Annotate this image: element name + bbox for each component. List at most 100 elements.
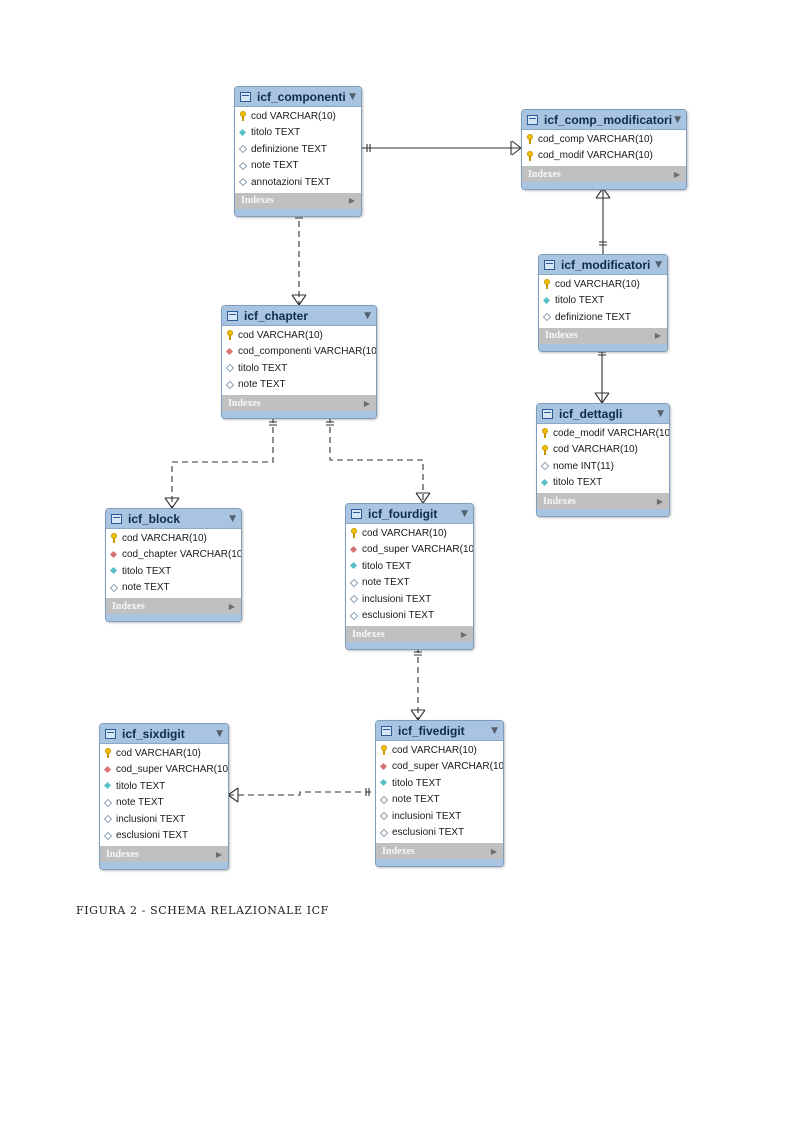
column-row[interactable]: cod VARCHAR(10): [222, 327, 376, 344]
column-row[interactable]: cod VARCHAR(10): [537, 442, 669, 459]
expand-arrow-icon[interactable]: ▶: [490, 846, 497, 856]
expand-arrow-icon[interactable]: ▶: [656, 496, 663, 506]
collapse-arrow-icon[interactable]: ▼: [655, 259, 662, 270]
table-header[interactable]: icf_sixdigit ▼: [100, 724, 228, 744]
column-label: esclusioni TEXT: [392, 827, 465, 839]
indexes-bar[interactable]: Indexes▶: [106, 598, 241, 614]
expand-arrow-icon[interactable]: ▶: [348, 196, 355, 205]
indexes-bar[interactable]: Indexes▶: [235, 192, 361, 209]
table-header[interactable]: icf_comp_modificatori ▼: [522, 110, 686, 130]
column-row[interactable]: definizione TEXT: [539, 309, 667, 326]
table-icon: [527, 114, 538, 125]
table-header[interactable]: icf_modificatori ▼: [539, 255, 667, 275]
table-icf-sixdigit[interactable]: icf_sixdigit ▼ cod VARCHAR(10) cod_super…: [99, 723, 229, 870]
table-icf-componenti[interactable]: icf_componenti ▼ cod VARCHAR(10) titolo …: [234, 86, 362, 217]
table-icf-chapter[interactable]: icf_chapter ▼ cod VARCHAR(10) cod_compon…: [221, 305, 377, 419]
table-icon: [111, 513, 122, 524]
table-header[interactable]: icf_dettagli ▼: [537, 404, 669, 424]
collapse-arrow-icon[interactable]: ▼: [349, 91, 356, 102]
collapse-arrow-icon[interactable]: ▼: [461, 508, 468, 519]
column-list: cod VARCHAR(10) cod_super VARCHAR(10) ti…: [100, 744, 228, 846]
table-header[interactable]: icf_fivedigit ▼: [376, 721, 503, 741]
indexes-bar[interactable]: Indexes▶: [346, 626, 473, 642]
column-row[interactable]: titolo TEXT: [235, 125, 361, 142]
column-label: cod VARCHAR(10): [122, 532, 207, 544]
column-row[interactable]: annotazioni TEXT: [235, 174, 361, 191]
column-icon: [541, 461, 550, 471]
column-row[interactable]: code_modif VARCHAR(10): [537, 425, 669, 442]
column-row[interactable]: note TEXT: [222, 377, 376, 394]
expand-arrow-icon[interactable]: ▶: [363, 398, 370, 408]
column-row[interactable]: titolo TEXT: [376, 775, 503, 792]
column-list: cod VARCHAR(10) cod_componenti VARCHAR(1…: [222, 326, 376, 395]
indexes-bar[interactable]: Indexes▶: [539, 327, 667, 344]
column-row[interactable]: titolo TEXT: [222, 360, 376, 377]
table-icon: [105, 728, 116, 739]
indexes-bar[interactable]: Indexes▶: [537, 493, 669, 509]
column-row[interactable]: cod_componenti VARCHAR(10): [222, 344, 376, 361]
column-label: cod_super VARCHAR(10): [116, 764, 229, 776]
column-row[interactable]: cod_comp VARCHAR(10): [522, 131, 686, 148]
column-row[interactable]: inclusioni TEXT: [100, 811, 228, 828]
expand-arrow-icon[interactable]: ▶: [460, 629, 467, 639]
table-icf-fourdigit[interactable]: icf_fourdigit ▼ cod VARCHAR(10) cod_supe…: [345, 503, 474, 650]
collapse-arrow-icon[interactable]: ▼: [491, 725, 498, 736]
table-header[interactable]: icf_chapter ▼: [222, 306, 376, 326]
column-row[interactable]: definizione TEXT: [235, 141, 361, 158]
column-row[interactable]: esclusioni TEXT: [376, 825, 503, 842]
column-row[interactable]: titolo TEXT: [106, 563, 241, 580]
indexes-bar[interactable]: Indexes▶: [100, 846, 228, 862]
column-row[interactable]: note TEXT: [106, 580, 241, 597]
column-row[interactable]: esclusioni TEXT: [100, 828, 228, 845]
collapse-arrow-icon[interactable]: ▼: [229, 513, 236, 524]
column-row[interactable]: titolo TEXT: [539, 293, 667, 310]
indexes-bar[interactable]: Indexes ▶: [222, 395, 376, 411]
column-row[interactable]: nome INT(11): [537, 458, 669, 475]
column-row[interactable]: titolo TEXT: [100, 778, 228, 795]
table-header[interactable]: icf_componenti ▼: [235, 87, 361, 107]
column-row[interactable]: inclusioni TEXT: [346, 591, 473, 608]
table-icf-dettagli[interactable]: icf_dettagli ▼ code_modif VARCHAR(10) co…: [536, 403, 670, 517]
column-row[interactable]: note TEXT: [346, 575, 473, 592]
indexes-bar[interactable]: Indexes▶: [522, 166, 686, 182]
column-row[interactable]: cod_chapter VARCHAR(10): [106, 547, 241, 564]
column-row[interactable]: cod VARCHAR(10): [539, 276, 667, 293]
rel-comp-modificatori-modificatori: [595, 187, 611, 254]
column-row[interactable]: cod VARCHAR(10): [235, 108, 361, 125]
expand-arrow-icon[interactable]: ▶: [228, 601, 235, 611]
table-icf-modificatori[interactable]: icf_modificatori ▼ cod VARCHAR(10) titol…: [538, 254, 668, 352]
column-row[interactable]: cod VARCHAR(10): [346, 525, 473, 542]
table-icf-fivedigit[interactable]: icf_fivedigit ▼ cod VARCHAR(10) cod_supe…: [375, 720, 504, 867]
column-row[interactable]: cod_super VARCHAR(10): [100, 762, 228, 779]
column-row[interactable]: cod_super VARCHAR(10): [346, 542, 473, 559]
table-header[interactable]: icf_fourdigit ▼: [346, 504, 473, 524]
column-row[interactable]: titolo TEXT: [346, 558, 473, 575]
column-label: inclusioni TEXT: [362, 593, 432, 605]
indexes-bar[interactable]: Indexes▶: [376, 843, 503, 859]
primary-key-icon: [526, 134, 535, 145]
expand-arrow-icon[interactable]: ▶: [215, 849, 222, 859]
column-row[interactable]: cod VARCHAR(10): [106, 530, 241, 547]
column-row[interactable]: note TEXT: [376, 792, 503, 809]
column-row[interactable]: titolo TEXT: [537, 475, 669, 492]
collapse-arrow-icon[interactable]: ▼: [674, 114, 681, 125]
column-row[interactable]: cod_super VARCHAR(10): [376, 759, 503, 776]
expand-arrow-icon[interactable]: ▶: [673, 169, 680, 179]
table-icf-block[interactable]: icf_block ▼ cod VARCHAR(10) cod_chapter …: [105, 508, 242, 622]
column-icon: [350, 594, 359, 604]
column-row[interactable]: cod_modif VARCHAR(10): [522, 148, 686, 165]
expand-arrow-icon[interactable]: ▶: [654, 331, 661, 340]
table-header[interactable]: icf_block ▼: [106, 509, 241, 529]
column-row[interactable]: note TEXT: [235, 158, 361, 175]
table-icf-comp-modificatori[interactable]: icf_comp_modificatori ▼ cod_comp VARCHAR…: [521, 109, 687, 190]
column-row[interactable]: esclusioni TEXT: [346, 608, 473, 625]
indexes-label: Indexes: [228, 397, 261, 409]
collapse-arrow-icon[interactable]: ▼: [657, 408, 664, 419]
column-row[interactable]: note TEXT: [100, 795, 228, 812]
foreign-key-icon: [110, 550, 119, 560]
collapse-arrow-icon[interactable]: ▼: [216, 728, 223, 739]
column-row[interactable]: cod VARCHAR(10): [100, 745, 228, 762]
collapse-arrow-icon[interactable]: ▼: [364, 310, 371, 321]
column-row[interactable]: inclusioni TEXT: [376, 808, 503, 825]
column-row[interactable]: cod VARCHAR(10): [376, 742, 503, 759]
